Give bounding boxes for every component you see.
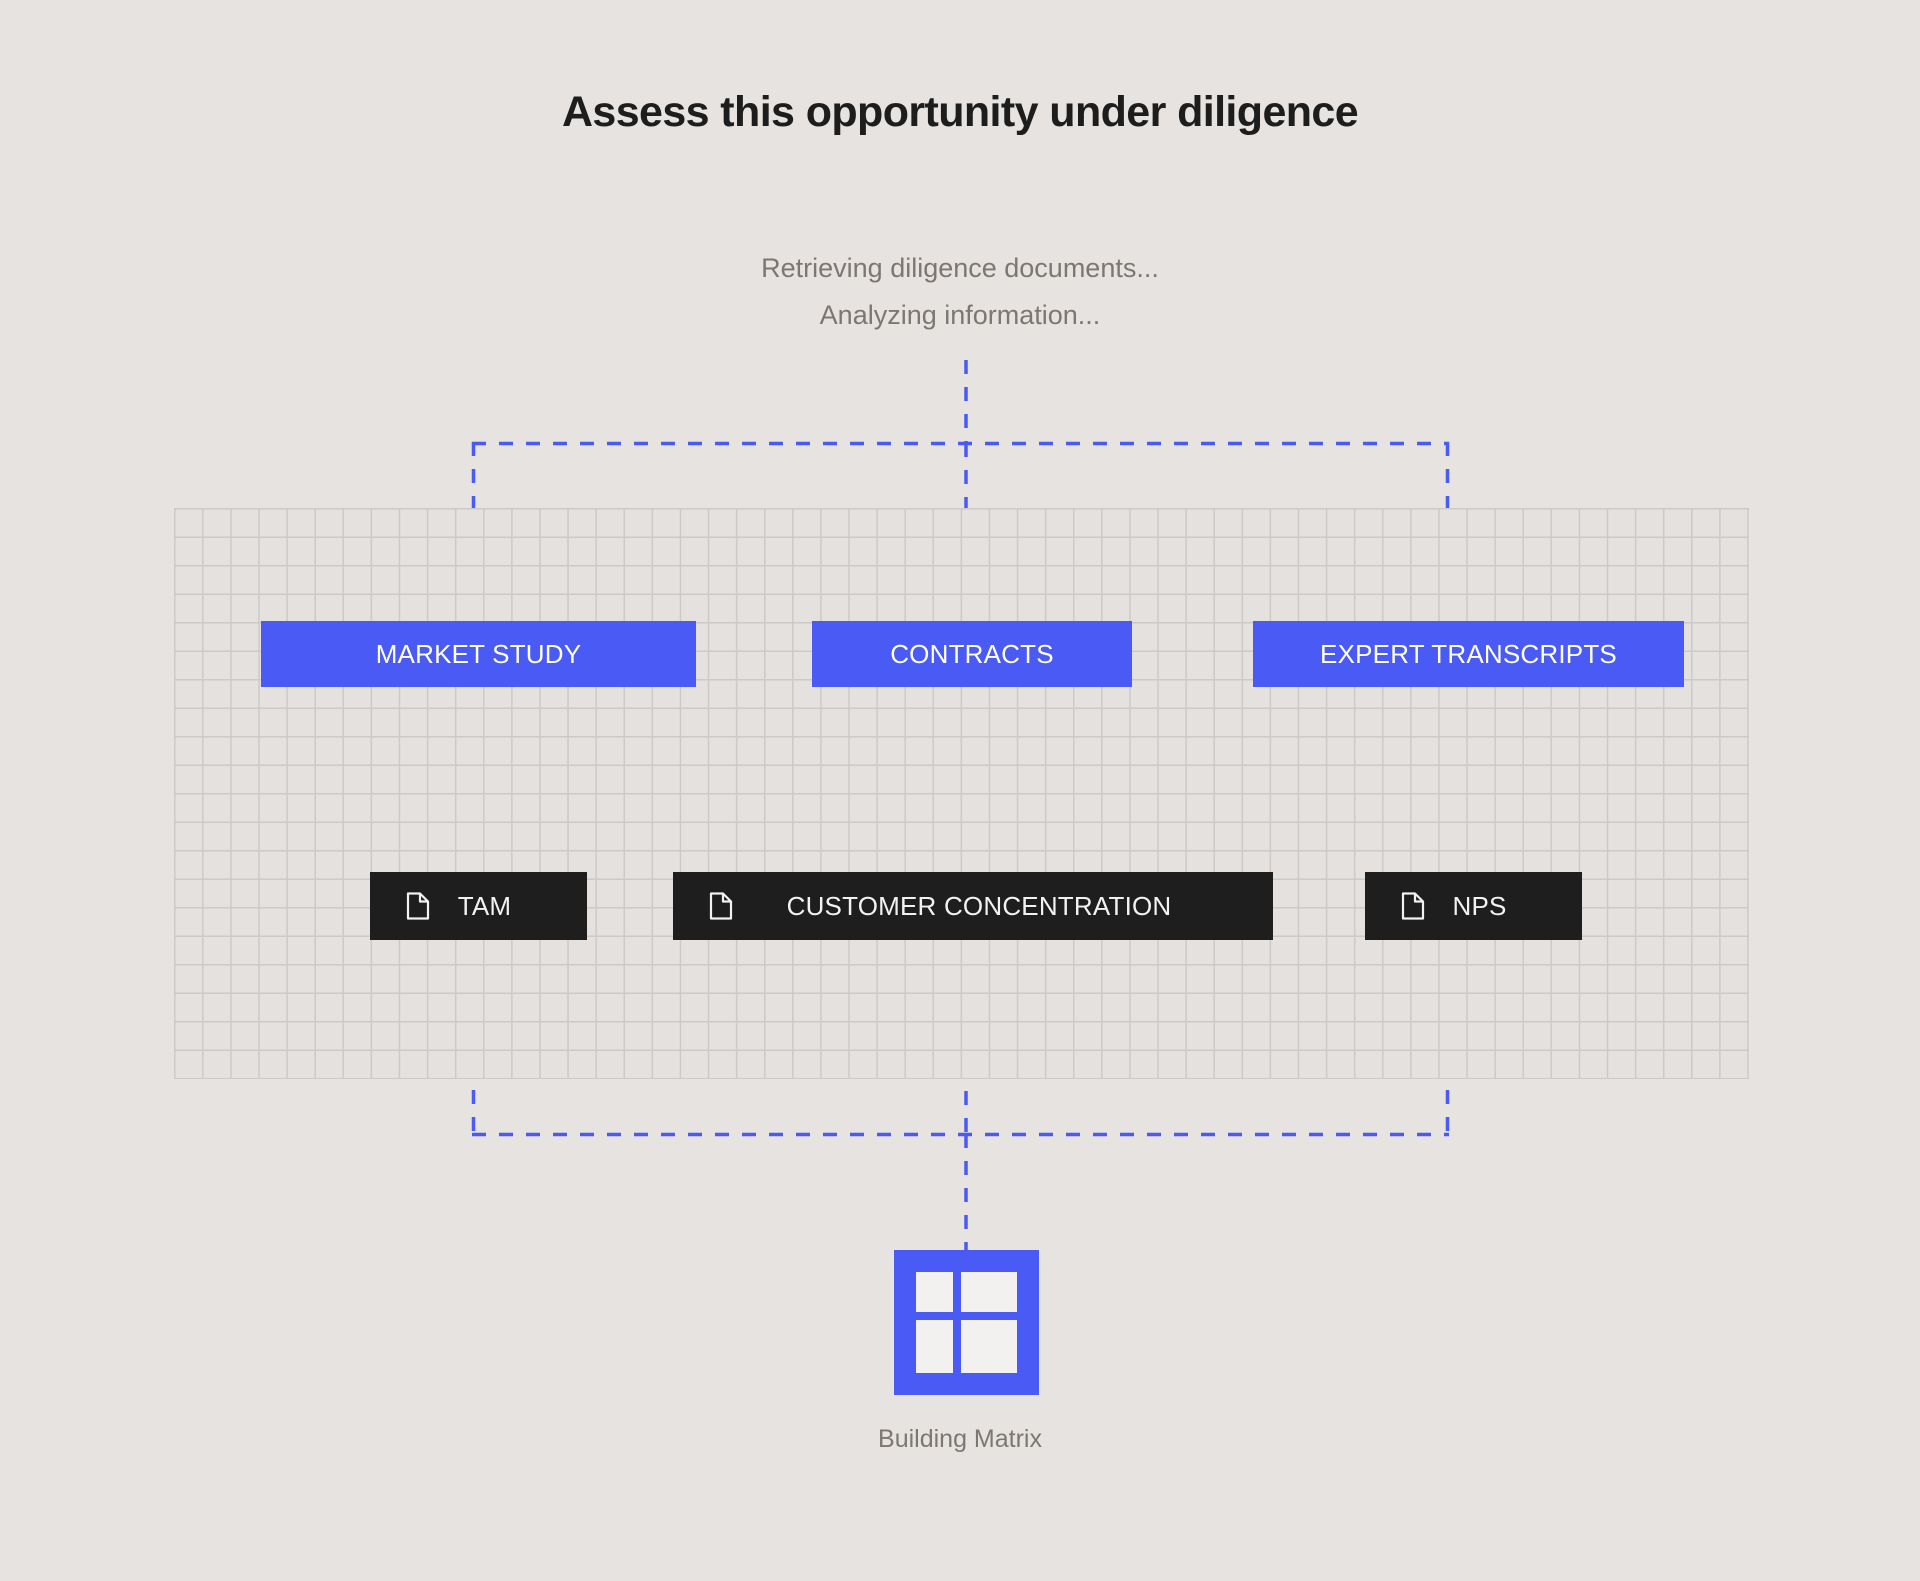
matrix-caption: Building Matrix bbox=[878, 1425, 1042, 1453]
grid-background bbox=[174, 508, 1749, 1079]
page-title: Assess this opportunity under diligence bbox=[561, 88, 1359, 136]
matrix-cell-bottom-right bbox=[961, 1320, 1017, 1373]
document-icon bbox=[709, 892, 733, 920]
document-chip-customer-concentration[interactable]: CUSTOMER CONCENTRATION bbox=[673, 872, 1273, 940]
matrix-cell-top-left bbox=[916, 1272, 953, 1312]
matrix-icon[interactable] bbox=[894, 1250, 1039, 1395]
document-chip-label: CUSTOMER CONCENTRATION bbox=[786, 890, 1172, 921]
status-block: Retrieving diligence documents... Analyz… bbox=[0, 245, 1920, 339]
matrix-cell-bottom-left bbox=[916, 1320, 953, 1373]
source-chip-label: MARKET STUDY bbox=[375, 638, 582, 669]
status-line-retrieving: Retrieving diligence documents... bbox=[761, 253, 1159, 283]
document-chip-label: NPS bbox=[1452, 890, 1507, 921]
status-line-analyzing: Analyzing information... bbox=[819, 300, 1101, 330]
document-chip-nps[interactable]: NPS bbox=[1365, 872, 1582, 940]
matrix-cell-top-right bbox=[961, 1272, 1017, 1312]
document-chip-tam[interactable]: TAM bbox=[370, 872, 587, 940]
document-chip-label: TAM bbox=[457, 890, 512, 921]
source-chip-label: EXPERT TRANSCRIPTS bbox=[1320, 638, 1617, 669]
document-icon bbox=[1401, 892, 1425, 920]
source-chip-market-study[interactable]: MARKET STUDY bbox=[261, 621, 696, 687]
source-chip-label: CONTRACTS bbox=[890, 638, 1054, 669]
document-icon bbox=[406, 892, 430, 920]
source-chip-expert-transcripts[interactable]: EXPERT TRANSCRIPTS bbox=[1253, 621, 1684, 687]
source-chip-contracts[interactable]: CONTRACTS bbox=[812, 621, 1132, 687]
